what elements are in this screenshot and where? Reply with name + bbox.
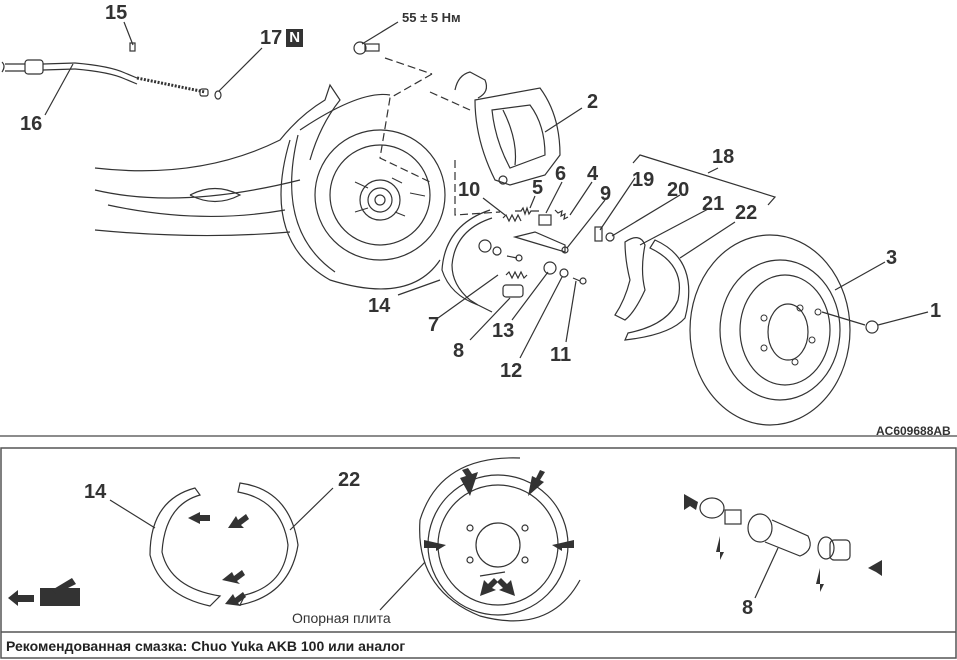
recommended-grease-note: Рекомендованная смазка: Chuo Yuka AKB 10… [6, 638, 406, 654]
figure-code: AC609688AB [876, 424, 951, 438]
lubrication-shoes-drawing [109, 482, 334, 607]
callout-1: 1 [930, 300, 942, 322]
lower-callout-8: 8 [742, 597, 754, 619]
lower-callout-22: 22 [338, 469, 361, 491]
callout-14: 14 [368, 295, 391, 317]
brake-caliper [454, 71, 583, 186]
callout-5: 5 [532, 177, 544, 199]
lubrication-arrows [8, 468, 882, 606]
callout-21: 21 [702, 193, 725, 215]
callout-15: 15 [105, 2, 128, 24]
callout-4: 4 [587, 163, 599, 185]
hub-nut-1 [865, 320, 879, 334]
callout-10: 10 [458, 179, 481, 201]
backing-plate-label: Опорная плита [292, 610, 391, 626]
torque-spec-label: 55 ± 5 Нм [402, 10, 461, 25]
callout-6: 6 [555, 163, 567, 185]
callout-11: 11 [550, 344, 572, 366]
callout-3: 3 [886, 247, 898, 269]
callout-18: 18 [712, 146, 735, 168]
adjuster-assembly-lower [699, 497, 851, 599]
new-part-badge: N [286, 29, 304, 47]
callout-8: 8 [453, 340, 465, 362]
callout-2: 2 [587, 91, 599, 113]
callout-9: 9 [600, 183, 612, 205]
caliper-bolt [353, 21, 399, 55]
backing-plate-lower [379, 457, 581, 622]
callout-12: 12 [500, 360, 523, 382]
assembly-guide-lines [379, 57, 501, 216]
lubrication-panel-frame [0, 447, 957, 659]
shoe-kit-18-bracket [594, 154, 777, 341]
callout-16: 16 [20, 113, 43, 135]
brake-shoe-14 [397, 209, 493, 313]
parking-brake-cable [1, 59, 209, 97]
backing-plate [280, 93, 446, 290]
callout-19: 19 [632, 169, 655, 191]
brake-disc [689, 234, 886, 426]
callout-20: 20 [667, 179, 690, 201]
small-hardware-parts [437, 181, 606, 359]
e-ring-17 [214, 90, 222, 100]
callout-17-number: 17 [260, 27, 283, 49]
trailing-arm [94, 83, 341, 237]
callout-22: 22 [735, 202, 758, 224]
callout-7: 7 [428, 314, 440, 336]
lower-callout-14: 14 [84, 481, 107, 503]
callout-13: 13 [492, 320, 515, 342]
